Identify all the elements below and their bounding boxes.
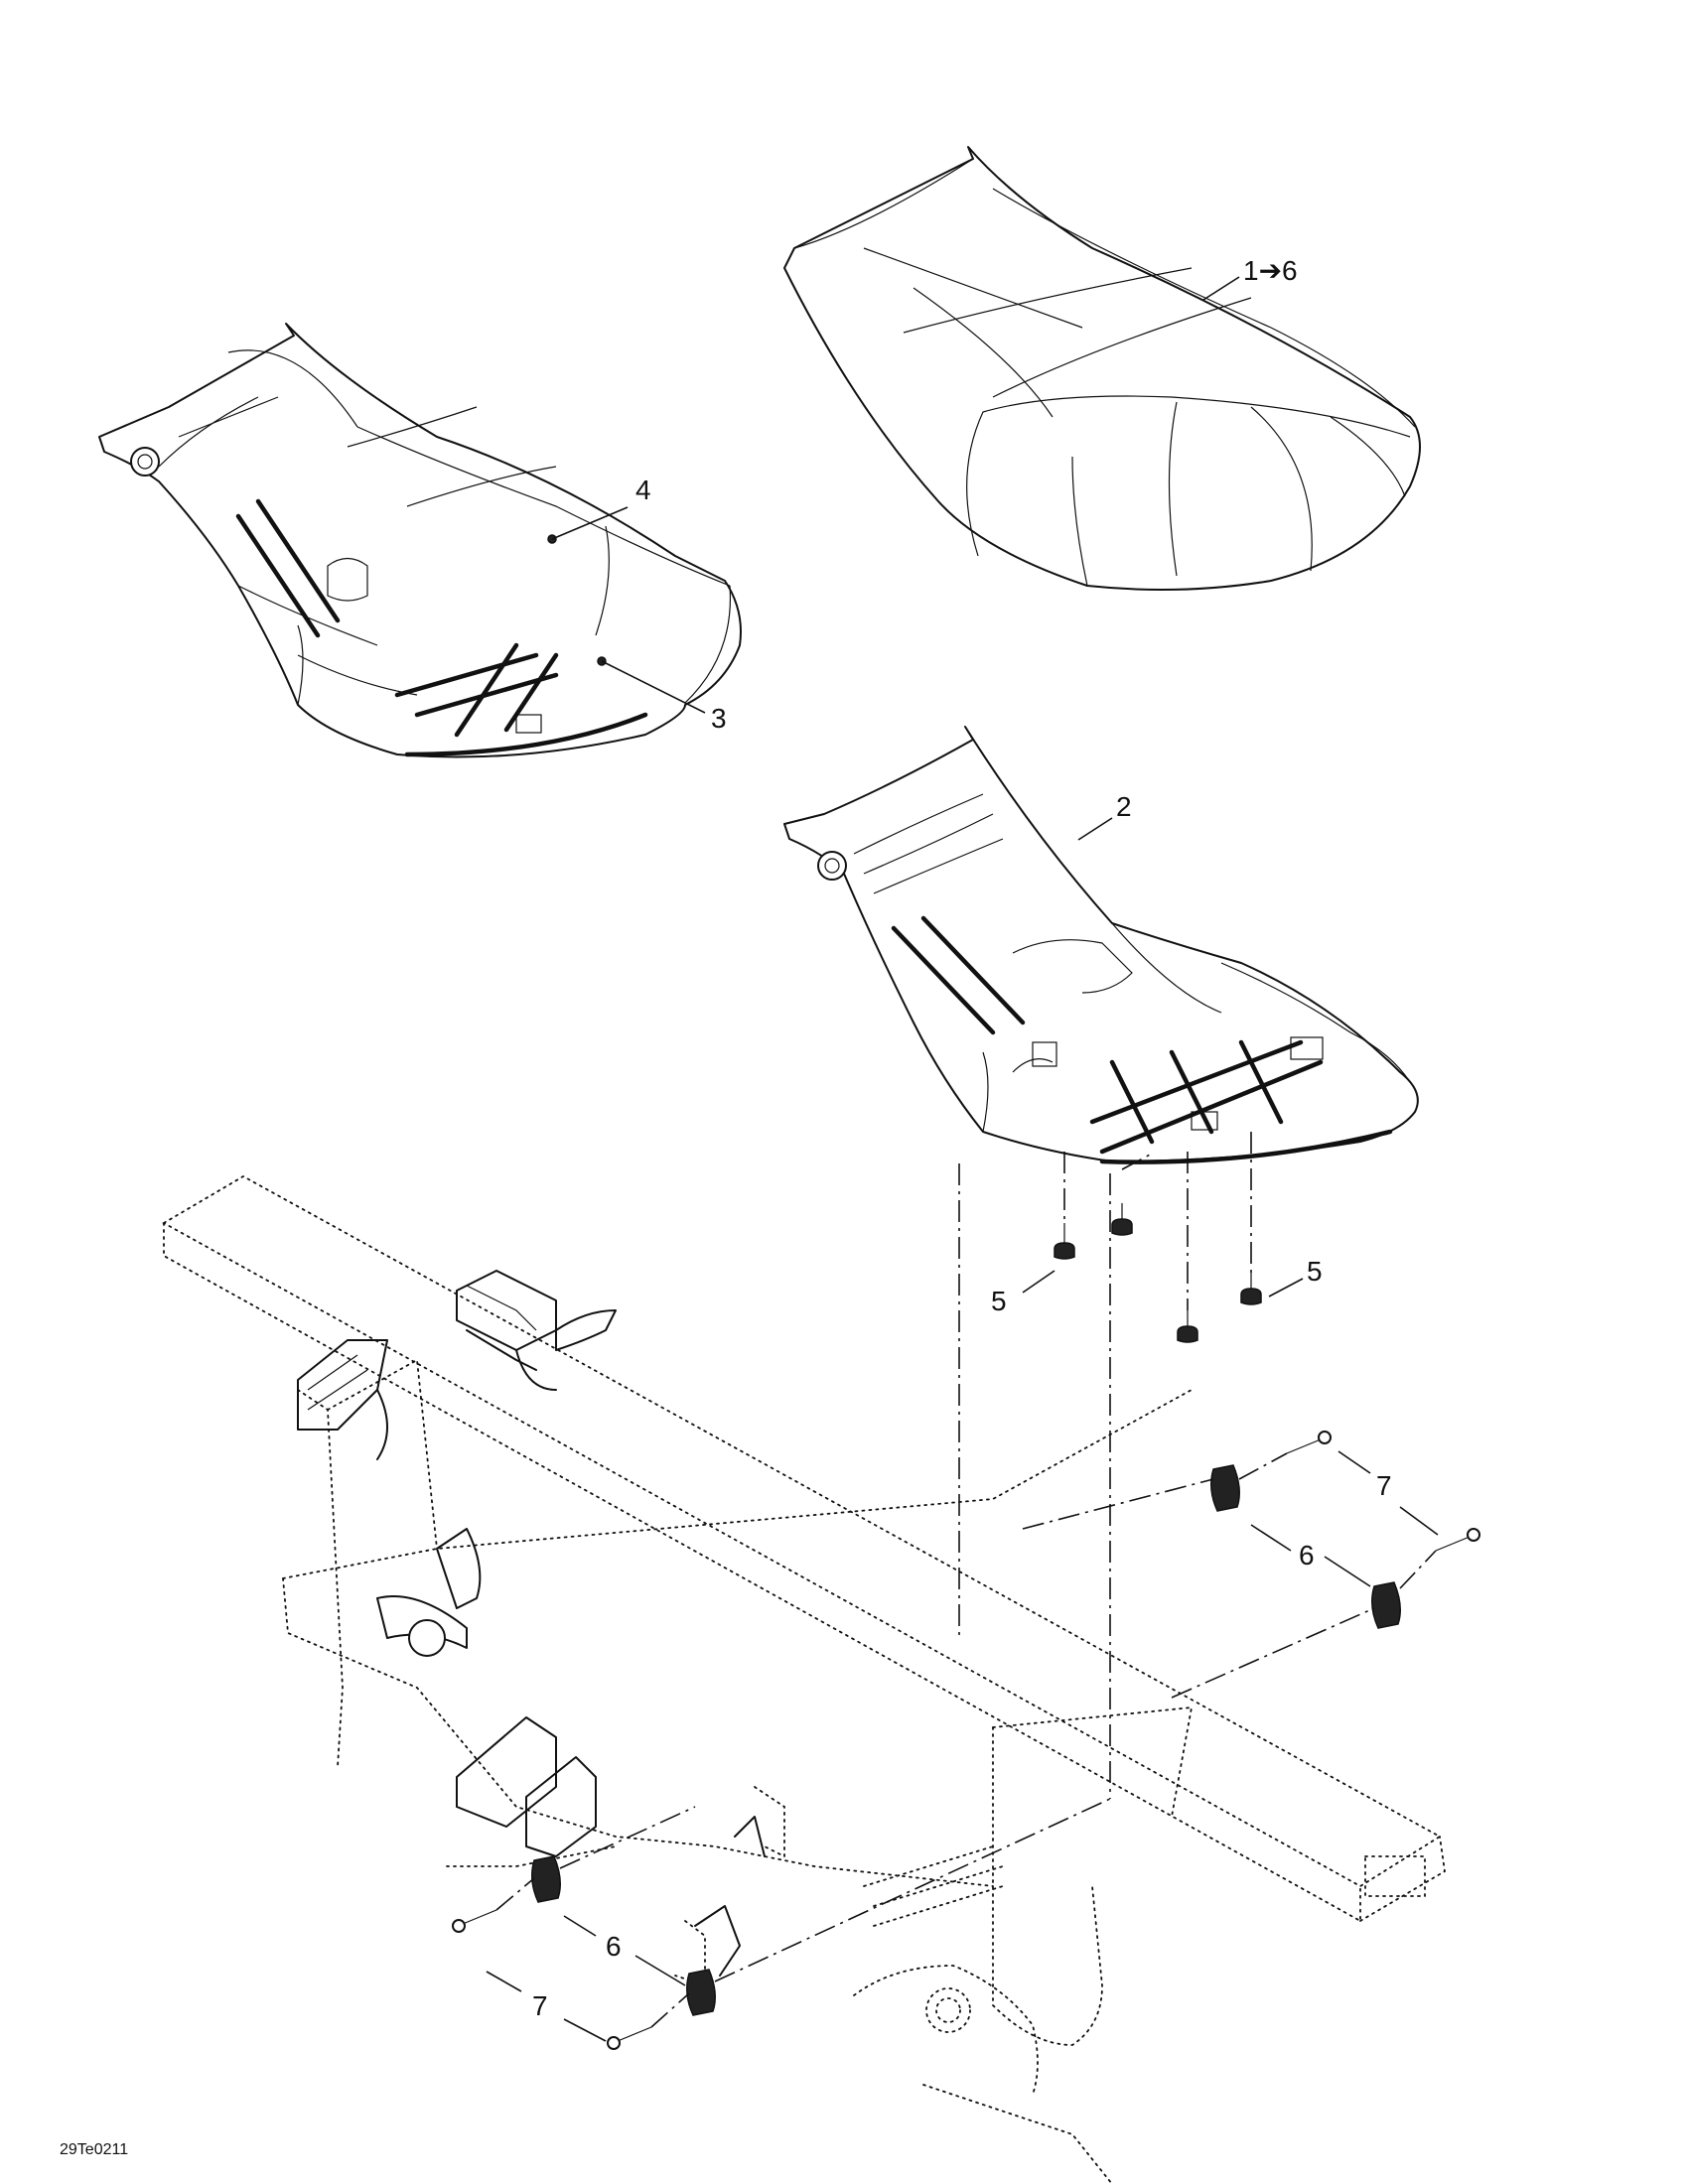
leader-clip-lower-a [563,1915,597,1937]
leader-bumper-right [1268,1278,1304,1297]
vehicle-frame-phantom [162,1174,1446,2184]
leader-clip-upper-a [1250,1524,1292,1552]
leader-screw-upper-b [1399,1506,1439,1536]
drawing-code: 29Te0211 [60,2141,128,2158]
leader-base-2 [1077,817,1113,841]
alignment-line-13 [495,1877,535,1911]
callout-clip-lower: 6 [606,1931,622,1962]
callout-base-2: 2 [1116,791,1132,822]
alignment-line-10 [1399,1550,1437,1589]
seat-base-illustration [783,726,1419,1164]
leader-cover-3 [601,660,706,714]
leader-seat-kit [1202,276,1240,301]
seat-cover-with-foam-illustration [98,323,742,758]
alignment-line-12 [714,1798,1111,1982]
callout-seat-kit: 1➔6 [1243,255,1298,286]
alignment-line-11 [559,1806,696,1869]
bumpers-illustration [1054,1203,1262,1343]
alignment-line-8 [1171,1607,1375,1699]
callout-foam-4: 4 [635,475,651,505]
clips-screws-lower-illustration [452,1855,716,2050]
callout-bumper-left: 5 [991,1286,1007,1316]
frame-brackets-illustration [297,1270,766,1977]
clips-screws-upper-illustration [1210,1431,1480,1629]
leader-clip-upper-b [1324,1556,1371,1587]
callout-clip-upper: 6 [1299,1540,1315,1570]
leader-screw-upper-a [1337,1450,1371,1474]
callout-bumper-right: 5 [1307,1256,1323,1287]
callout-screw-upper: 7 [1376,1470,1392,1501]
callout-cover-3: 3 [711,703,727,734]
complete-seat-illustration [783,146,1421,591]
callout-screw-lower: 7 [532,1990,548,2021]
leader-screw-lower-a [486,1971,522,1992]
leader-bumper-left [1022,1270,1055,1294]
alignment-line-9 [1238,1452,1288,1480]
alignment-line-7 [1022,1478,1214,1530]
leader-foam-4 [551,506,629,540]
leader-screw-lower-b [563,2018,607,2042]
alignment-line-6 [1121,1153,1153,1170]
alignment-line-14 [650,1992,690,2028]
leader-clip-lower-b [634,1955,686,1986]
